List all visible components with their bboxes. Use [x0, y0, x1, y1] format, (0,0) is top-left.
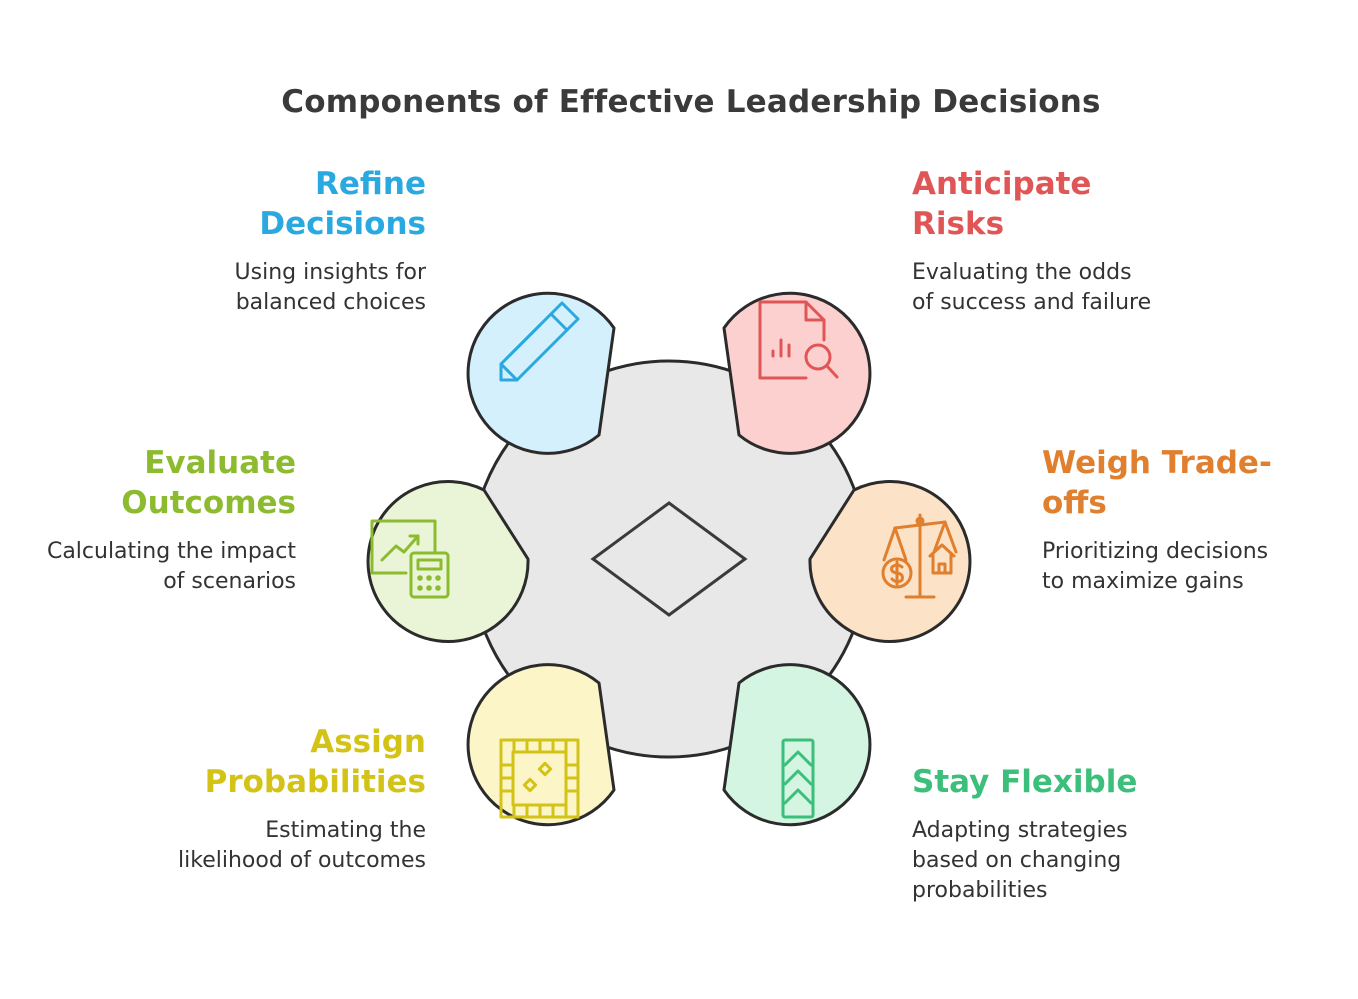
petal-weigh [808, 479, 972, 643]
evaluate-description: Calculating the impact of scenarios [46, 539, 296, 594]
petal-assign [466, 663, 616, 827]
evaluate-heading: Evaluate Outcomes [121, 445, 296, 521]
scale-icon [881, 513, 958, 599]
anticipate-description: Evaluating the odds of success and failu… [912, 260, 1152, 315]
petal-anticipate [722, 291, 872, 455]
item-anticipate: Anticipate Risks Evaluating the odds of … [912, 164, 1151, 318]
weigh-heading: Weigh Trade- offs [1042, 445, 1272, 521]
assign-heading: Assign Probabilities [204, 724, 426, 800]
board-game-icon [499, 738, 580, 819]
petal-flexible [722, 663, 872, 827]
refine-heading: Refine Decisions [259, 166, 426, 242]
item-assign: Assign Probabilities Estimating the like… [178, 722, 426, 876]
weigh-description: Prioritizing decisions to maximize gains [1042, 539, 1269, 594]
anticipate-heading: Anticipate Risks [912, 166, 1092, 242]
flexible-heading: Stay Flexible [912, 764, 1138, 800]
diagram-title: Components of Effective Leadership Decis… [281, 84, 1101, 120]
flexible-description: Adapting strategies based on changing pr… [912, 818, 1128, 903]
chart-calculator-icon [370, 519, 450, 599]
decision-diamond-icon [590, 501, 748, 617]
item-evaluate: Evaluate Outcomes Calculating the impact… [47, 443, 296, 597]
item-refine: Refine Decisions Using insights for bala… [235, 164, 426, 318]
petal-refine [466, 291, 616, 455]
item-weigh: Weigh Trade- offs Prioritizing decisions… [1042, 443, 1272, 597]
item-flexible: Stay Flexible Adapting strategies based … [912, 762, 1137, 906]
pencil-icon [499, 301, 580, 382]
chevrons-up-icon [781, 738, 815, 819]
assign-description: Estimating the likelihood of outcomes [178, 818, 426, 873]
refine-description: Using insights for balanced choices [234, 260, 426, 315]
document-search-icon [758, 300, 839, 380]
petal-evaluate [366, 479, 530, 643]
